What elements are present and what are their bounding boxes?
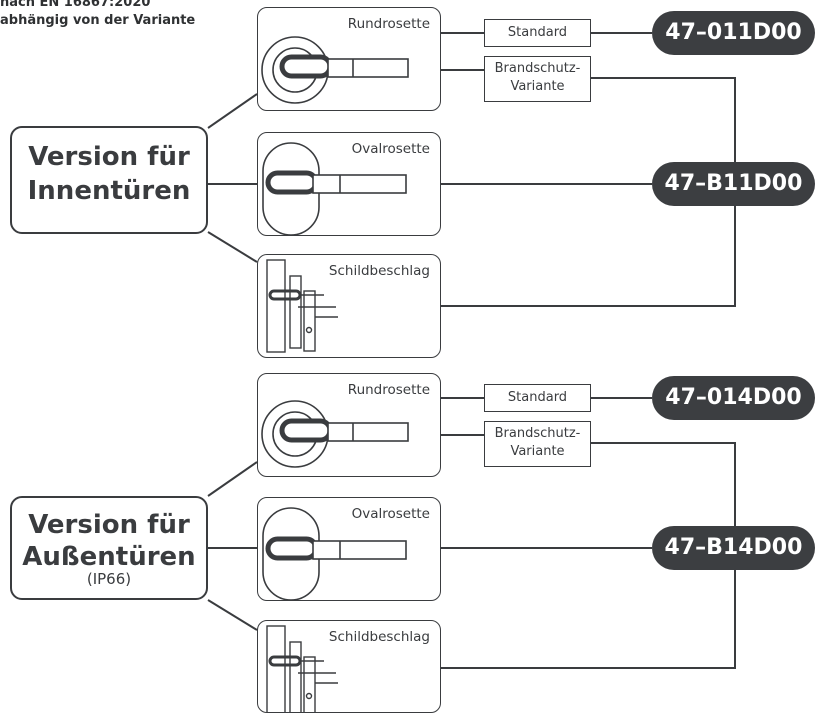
variant-card-round-rosette: Rundrosette xyxy=(257,7,441,111)
variant-card-oval-rosette: Ovalrosette xyxy=(257,497,441,601)
variant-label: Ovalrosette xyxy=(351,506,430,522)
tag-standard-label: Standard xyxy=(507,25,568,40)
variant-card-escutcheon: Schildbeschlag xyxy=(257,620,441,713)
tag-fire-protection: Brandschutz- Variante xyxy=(484,421,591,467)
standard-note-line2: abhängig von der Variante xyxy=(0,13,196,28)
variant-label: Ovalrosette xyxy=(351,141,430,157)
variant-card-oval-rosette: Ovalrosette xyxy=(257,132,441,236)
round-rosette-handle-icon xyxy=(261,400,409,468)
version-box-interior: Version für Innentüren xyxy=(10,126,208,234)
version-title-line1: Version für xyxy=(28,510,190,540)
escutcheon-handle-icon xyxy=(266,259,338,353)
version-box-exterior: Version für Außentüren (IP66) xyxy=(10,496,208,600)
oval-rosette-handle-icon xyxy=(262,142,407,235)
article-code-standard: 47–014D00 xyxy=(652,376,815,420)
article-code-fire: 47–B14D00 xyxy=(652,526,815,570)
version-title-line2: Innentüren xyxy=(27,176,191,206)
tag-fire-protection: Brandschutz- Variante xyxy=(484,56,591,102)
variant-label: Rundrosette xyxy=(347,16,430,32)
tag-standard: Standard xyxy=(484,384,591,412)
round-rosette-handle-icon xyxy=(261,36,409,104)
version-title-line1: Version für xyxy=(28,142,190,172)
variant-card-round-rosette: Rundrosette xyxy=(257,373,441,477)
tag-fire-line1: Brandschutz- xyxy=(494,426,581,441)
variant-label: Schildbeschlag xyxy=(328,629,430,645)
variant-label: Schildbeschlag xyxy=(328,263,430,279)
article-code-fire: 47–B11D00 xyxy=(652,162,815,206)
tag-standard-label: Standard xyxy=(507,390,568,405)
tag-standard: Standard xyxy=(484,19,591,47)
tag-fire-line2: Variante xyxy=(510,79,565,94)
standard-note-line1: nach EN 16867:2020 xyxy=(0,0,151,10)
variant-card-escutcheon: Schildbeschlag xyxy=(257,254,441,358)
oval-rosette-handle-icon xyxy=(262,507,407,600)
article-code-standard: 47–011D00 xyxy=(652,11,815,55)
variant-label: Rundrosette xyxy=(347,382,430,398)
version-subtitle: (IP66) xyxy=(86,570,132,588)
tag-fire-line1: Brandschutz- xyxy=(494,61,581,76)
version-title-line2: Außentüren xyxy=(22,542,196,572)
tag-fire-line2: Variante xyxy=(510,444,565,459)
escutcheon-handle-icon xyxy=(266,625,338,712)
